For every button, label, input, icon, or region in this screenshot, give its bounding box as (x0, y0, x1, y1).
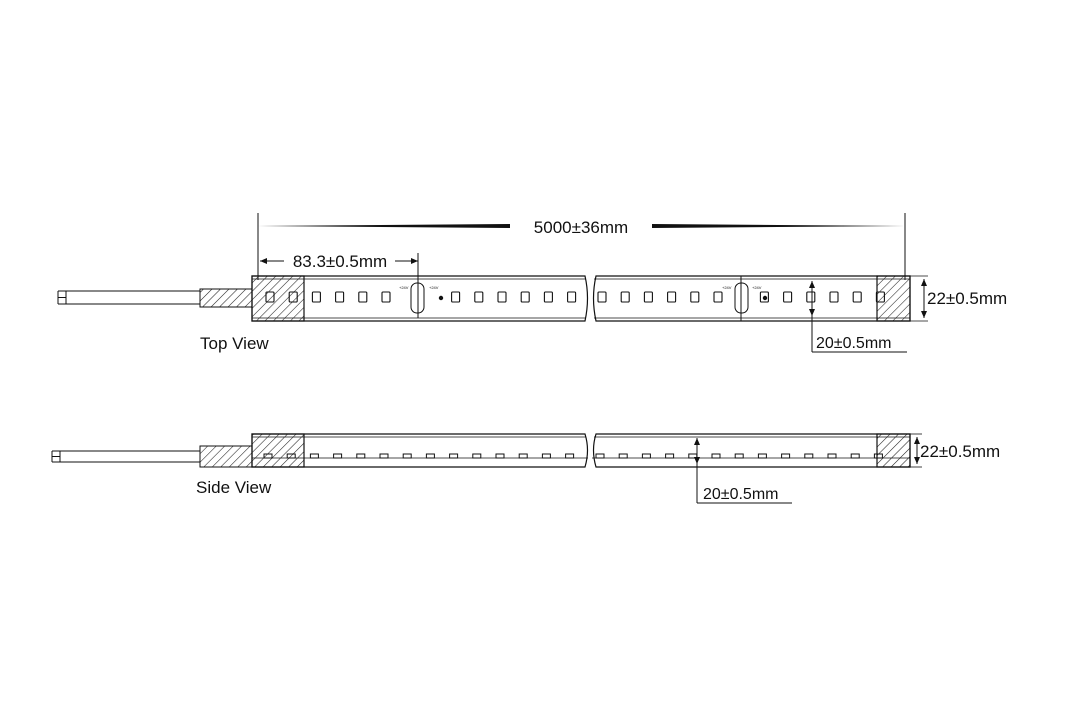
side-height-label: 22±0.5mm (920, 442, 1000, 461)
top-led-chip (288, 291, 298, 303)
top-led-chip (643, 291, 653, 303)
side-led-chip (495, 453, 505, 459)
side-led-chip (618, 453, 628, 459)
top-profile-left (251, 275, 589, 322)
total-length-dimension (257, 213, 906, 280)
top-led-chip (759, 291, 769, 303)
top-polarity-mark-1: +24V (399, 285, 409, 290)
side-inner-dimension (694, 438, 792, 504)
top-led-chip (311, 291, 321, 303)
side-led-chip (472, 453, 482, 459)
side-led-chip (263, 453, 273, 459)
top-led-chip (667, 291, 677, 303)
top-view: +24V +24V +24V +24V (57, 275, 911, 322)
side-height-dimension (910, 433, 922, 468)
top-led-chip (265, 291, 275, 303)
top-led-chip (713, 291, 723, 303)
top-led-chip (829, 291, 839, 303)
top-led-chip (474, 291, 484, 303)
side-led-chip (804, 453, 814, 459)
side-led-chip (641, 453, 651, 459)
top-led-chip (335, 291, 345, 303)
side-view-label: Side View (196, 478, 272, 497)
cut-point-dot (438, 295, 444, 301)
side-led-chip (781, 453, 791, 459)
side-led-chips (263, 453, 883, 459)
side-led-chip (850, 453, 860, 459)
top-led-chip (567, 291, 577, 303)
side-view (51, 433, 911, 468)
side-led-chip (595, 453, 605, 459)
side-led-chip (425, 453, 435, 459)
top-inner-dimension (809, 281, 907, 353)
top-led-chip (451, 291, 461, 303)
side-led-chip (286, 453, 296, 459)
top-led-chip (381, 291, 391, 303)
side-led-chip (379, 453, 389, 459)
cut-point-dot (762, 295, 768, 301)
top-led-chips (265, 291, 885, 303)
side-led-chip (518, 453, 528, 459)
top-polarity-mark-2: +24V (429, 285, 439, 290)
side-led-chip (356, 453, 366, 459)
side-led-chip (402, 453, 412, 459)
top-profile-right (592, 275, 911, 322)
side-profile-right (592, 433, 911, 468)
side-inner-label: 20±0.5mm (703, 486, 778, 503)
led-pitch-label: 83.3±0.5mm (293, 252, 387, 271)
top-led-chip (806, 291, 816, 303)
side-led-chip (827, 453, 837, 459)
top-led-chip (497, 291, 507, 303)
total-length-label: 5000±36mm (534, 218, 628, 237)
side-end-cap-left (251, 433, 305, 468)
side-cable (51, 450, 200, 463)
side-led-chip (711, 453, 721, 459)
top-led-chip (783, 291, 793, 303)
top-led-chip (358, 291, 368, 303)
top-led-chip (520, 291, 530, 303)
side-led-chip (665, 453, 675, 459)
top-led-chip (852, 291, 862, 303)
side-led-chip (309, 453, 319, 459)
top-polarity-mark-3: +24V (722, 285, 732, 290)
side-led-chip (333, 453, 343, 459)
side-profile-left (251, 433, 589, 468)
side-end-cap-right (876, 433, 911, 468)
side-led-chip (565, 453, 575, 459)
top-view-label: Top View (200, 334, 269, 353)
top-width-dimension (910, 275, 928, 322)
side-led-chip (757, 453, 767, 459)
side-led-chip (734, 453, 744, 459)
top-end-cap-right (876, 275, 911, 322)
side-led-chip (873, 453, 883, 459)
top-led-chip (597, 291, 607, 303)
top-cable-sleeve (199, 288, 253, 308)
top-inner-label: 20±0.5mm (816, 335, 891, 352)
top-end-cap-left (251, 275, 305, 322)
top-led-chip (620, 291, 630, 303)
side-led-chip (688, 453, 698, 459)
led-pitch-dimension (260, 253, 419, 318)
top-cut-marks (410, 276, 749, 321)
top-led-chip (543, 291, 553, 303)
top-polarity-mark-4: +24V (752, 285, 762, 290)
top-cable (57, 290, 200, 305)
side-led-chip (449, 453, 459, 459)
top-width-label: 22±0.5mm (927, 289, 1007, 308)
top-led-chip (690, 291, 700, 303)
top-led-chip (875, 291, 885, 303)
side-led-chip (541, 453, 551, 459)
side-cable-sleeve (199, 445, 253, 468)
